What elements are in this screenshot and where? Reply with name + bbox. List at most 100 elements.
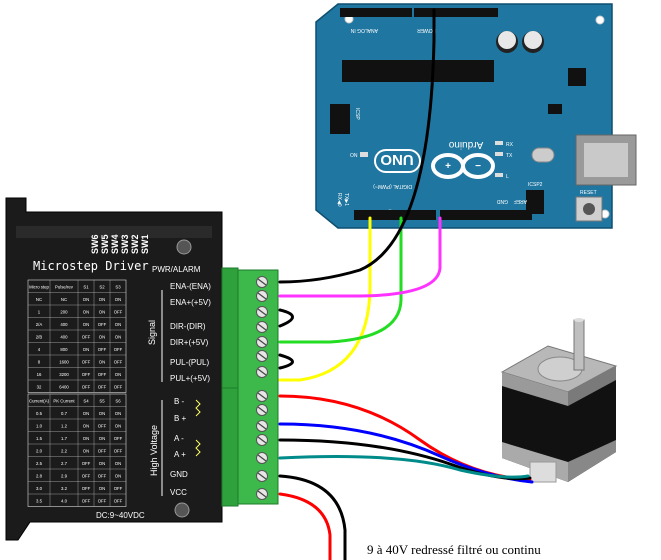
arduino-brand-text: Arduino: [448, 139, 483, 150]
table-cell: ON: [99, 310, 105, 315]
motor-side-plate: [568, 366, 616, 406]
terminal-label: A +: [174, 450, 186, 459]
terminal-label: ENA+(+5V): [170, 298, 211, 307]
table-cell: ON: [99, 360, 105, 365]
terminal-label: VCC: [170, 488, 187, 497]
power-label: POWER: [417, 27, 436, 33]
reset-button-cap: [583, 203, 595, 215]
wire-green-dir: [278, 216, 403, 344]
table-cell: ON: [115, 297, 121, 302]
wires: [278, 8, 534, 560]
table-header-cell: Pulse/rev: [55, 285, 74, 290]
wire-teal-motor: [278, 455, 530, 479]
driver-top-band: [16, 226, 212, 238]
table-cell: 1.7: [61, 436, 68, 441]
rxd-label: RX◀0: [336, 193, 342, 207]
table-cell: 3.5: [36, 499, 43, 504]
table-cell: OFF: [82, 461, 91, 466]
aref-label: AREF: [514, 198, 527, 204]
table-cell: ON: [115, 372, 121, 377]
table-cell: 8: [38, 360, 41, 365]
arduino-infinity-logo: + −: [431, 153, 495, 179]
table-cell: OFF: [114, 449, 123, 454]
capacitor-top: [498, 31, 516, 49]
svg-text:+: +: [445, 161, 451, 172]
table-cell: ON: [115, 474, 121, 479]
terminal-housing: [235, 269, 279, 505]
table-cell: ON: [83, 297, 89, 302]
table-header-cell: PK Current: [53, 399, 75, 404]
table-header-cell: S3: [115, 285, 121, 290]
digital-header-low: [354, 210, 436, 220]
table-frame: [27, 393, 127, 507]
signal-label: Signal: [147, 320, 157, 345]
table-cell: NC: [61, 297, 67, 302]
table-cell: 2.9: [61, 474, 68, 479]
table-cell: OFF: [98, 424, 107, 429]
voltage-range-label: DC:9~40VDC: [96, 511, 145, 520]
jumper-1: [278, 308, 294, 328]
switch-label: SW2: [130, 234, 140, 254]
on-led: [360, 152, 368, 157]
table-header-cell: Current(A): [29, 399, 50, 404]
table-cell: ON: [83, 347, 89, 352]
table-cell: OFF: [114, 360, 123, 365]
table-header-cell: S1: [83, 285, 89, 290]
table-cell: OFF: [98, 449, 107, 454]
stepper-motor: [500, 318, 618, 483]
pwr-alarm-led: [176, 239, 192, 255]
table-cell: OFF: [114, 385, 123, 390]
usb-connector-inner: [584, 143, 628, 177]
table-cell: 3.2: [61, 486, 68, 491]
switch-label: SW4: [110, 234, 120, 254]
table-cell: ON: [83, 322, 89, 327]
table-cell: 6400: [59, 385, 69, 390]
table-cell: 400: [60, 322, 68, 327]
table-cell: ON: [99, 335, 105, 340]
table-cell: 2.7: [61, 461, 68, 466]
table-cell: 400: [60, 335, 68, 340]
rx-label: RX: [506, 142, 514, 148]
table-cell: 2.0: [36, 449, 43, 454]
switch-label: SW3: [120, 234, 130, 254]
table-cell: 800: [60, 347, 68, 352]
terminal-label: DIR-(DIR): [170, 322, 206, 331]
table-cell: 200: [60, 310, 68, 315]
on-label: ON: [350, 153, 358, 159]
table-cell: OFF: [98, 347, 107, 352]
wire-magenta-ena: [278, 216, 442, 298]
table-cell: 1600: [59, 360, 69, 365]
gnd-pin-label: GND: [497, 198, 509, 204]
table-cell: ON: [99, 461, 105, 466]
table-cell: 2.2: [61, 449, 68, 454]
tx-led: [495, 152, 503, 156]
table-cell: 1.5: [36, 436, 43, 441]
motor-connector: [529, 461, 557, 483]
switch-label: SW1: [140, 234, 150, 254]
coil-a-symbol: [195, 439, 201, 457]
capacitor-top: [524, 31, 542, 49]
table-header-cell: S4: [83, 399, 89, 404]
icsp2-header: [526, 190, 544, 214]
high-voltage-label: High Voltage: [149, 425, 159, 476]
table-cell: 2.8: [36, 474, 43, 479]
table-cell: 2/A: [36, 322, 43, 327]
table-header-cell: Micro step: [29, 285, 49, 290]
terminal-label: DIR+(+5V): [170, 338, 209, 347]
table-cell: ON: [83, 424, 89, 429]
table-cell: OFF: [114, 499, 123, 504]
table-cell: OFF: [114, 486, 123, 491]
terminal-plug-power: [221, 387, 239, 507]
driver-title: Microstep Driver: [33, 259, 149, 273]
analog-in-label: ANALOG IN: [350, 27, 378, 33]
table-cell: 1.2: [61, 424, 68, 429]
uno-model-text: UNO: [380, 151, 414, 168]
table-cell: OFF: [98, 372, 107, 377]
table-header-cell: S6: [115, 399, 121, 404]
